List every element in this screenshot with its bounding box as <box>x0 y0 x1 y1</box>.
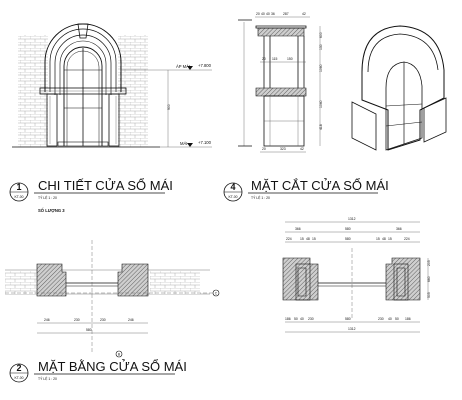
elevation-drawing: ÁP MÁI +7.800 MÁI +7.100 900 <box>12 23 212 148</box>
grid-bubble-c <box>212 289 220 297</box>
drawing-scale-2: TỶ LỆ 1 : 20 <box>38 376 57 381</box>
drawing-number-2: 2 <box>16 363 21 373</box>
svg-text:230: 230 <box>100 318 106 322</box>
svg-text:40: 40 <box>300 317 304 321</box>
quantity-note: SỐ LƯỢNG 3 <box>38 208 65 213</box>
svg-text:15: 15 <box>376 237 380 241</box>
svg-text:15: 15 <box>312 237 316 241</box>
plan-section-drawing: 1312 366 580 366 224 15 48 15 580 15 48 … <box>282 217 431 333</box>
svg-text:186: 186 <box>285 317 291 321</box>
svg-text:48: 48 <box>382 237 386 241</box>
level-upper-value: +7.800 <box>198 63 212 68</box>
overall-dim-top: 1312 <box>348 217 356 221</box>
svg-text:600: 600 <box>319 32 323 38</box>
svg-text:580: 580 <box>345 237 351 241</box>
svg-text:287: 287 <box>283 12 289 16</box>
overall-dim-bottom: 1312 <box>348 327 356 331</box>
svg-text:40: 40 <box>266 12 270 16</box>
svg-text:15: 15 <box>300 237 304 241</box>
svg-text:15: 15 <box>388 237 392 241</box>
svg-text:50: 50 <box>294 317 298 321</box>
grid-bubble-b <box>115 350 123 358</box>
isometric-view <box>351 25 447 151</box>
svg-text:186: 186 <box>405 317 411 321</box>
iso-mass <box>361 25 445 151</box>
svg-text:20: 20 <box>262 147 266 151</box>
svg-text:230: 230 <box>308 317 314 321</box>
sheet-ref-4: KT-00 <box>228 195 237 199</box>
svg-text:40: 40 <box>388 317 392 321</box>
svg-text:366: 366 <box>396 227 402 231</box>
title-block-4: 4 KT-00 MẶT CẮT CỬA SỔ MÁI TỶ LỆ 1 : 20 <box>223 178 389 202</box>
section-drawing: 20 40 40 36 287 42 20 115 150 600 130 10… <box>238 12 323 153</box>
svg-text:1040: 1040 <box>319 100 323 108</box>
height-dim: 900 <box>167 104 171 110</box>
window-frame <box>63 46 103 146</box>
drawing-number-1: 1 <box>16 182 21 192</box>
svg-text:36: 36 <box>271 12 275 16</box>
svg-text:1060: 1060 <box>319 64 323 72</box>
level-lower-value: +7.100 <box>198 140 212 145</box>
title-block-1: 1 KT-00 CHI TIẾT CỬA SỔ MÁI TỶ LỆ 1 : 20… <box>9 178 173 213</box>
drawing-scale-4: TỶ LỆ 1 : 20 <box>251 195 270 200</box>
svg-text:42: 42 <box>302 12 306 16</box>
svg-text:50: 50 <box>395 317 399 321</box>
svg-text:246: 246 <box>128 318 134 322</box>
svg-text:150: 150 <box>287 57 293 61</box>
drawing-number-4: 4 <box>230 182 235 192</box>
svg-text:366: 366 <box>295 227 301 231</box>
plan-drawing: B C 246 230 230 246 580 <box>5 240 220 358</box>
drawing-title-4: MẶT CẮT CỬA SỔ MÁI <box>251 178 389 193</box>
section-sill <box>255 87 307 97</box>
svg-text:224: 224 <box>286 237 292 241</box>
sec-dim-a: 20 <box>256 12 260 16</box>
svg-text:660: 660 <box>427 276 431 282</box>
svg-text:C: C <box>215 291 218 295</box>
svg-text:B: B <box>118 352 121 356</box>
svg-text:323: 323 <box>280 147 286 151</box>
svg-text:580: 580 <box>345 227 351 231</box>
drawing-title-1: CHI TIẾT CỬA SỔ MÁI <box>38 178 173 193</box>
svg-text:42: 42 <box>300 147 304 151</box>
section-cap <box>257 27 305 37</box>
drawing-title-2: MẶT BẰNG CỬA SỔ MÁI <box>38 359 187 374</box>
svg-text:246: 246 <box>44 318 50 322</box>
keystone <box>77 23 89 39</box>
drawing-scale-1: TỶ LỆ 1 : 20 <box>38 195 57 200</box>
level-upper-label: ÁP MÁI <box>176 64 190 69</box>
svg-text:418: 418 <box>319 124 323 130</box>
title-block-2: 2 KT-00 MẶT BẰNG CỬA SỔ MÁI TỶ LỆ 1 : 20 <box>9 359 187 383</box>
level-lower-label: MÁI <box>180 141 187 146</box>
svg-text:505: 505 <box>427 292 431 298</box>
svg-text:224: 224 <box>404 237 410 241</box>
svg-text:130: 130 <box>319 44 323 50</box>
svg-text:580: 580 <box>86 328 92 332</box>
svg-text:20: 20 <box>262 57 266 61</box>
svg-text:580: 580 <box>345 317 351 321</box>
svg-text:205: 205 <box>427 260 431 266</box>
svg-text:115: 115 <box>272 57 278 61</box>
svg-text:48: 48 <box>306 237 310 241</box>
svg-text:230: 230 <box>74 318 80 322</box>
sheet-ref-2: KT-00 <box>14 376 23 380</box>
sheet-ref-1: KT-00 <box>14 195 23 199</box>
svg-text:40: 40 <box>261 12 265 16</box>
svg-text:230: 230 <box>378 317 384 321</box>
plan-right-pier <box>117 263 149 297</box>
plan-left-pier <box>36 263 67 297</box>
